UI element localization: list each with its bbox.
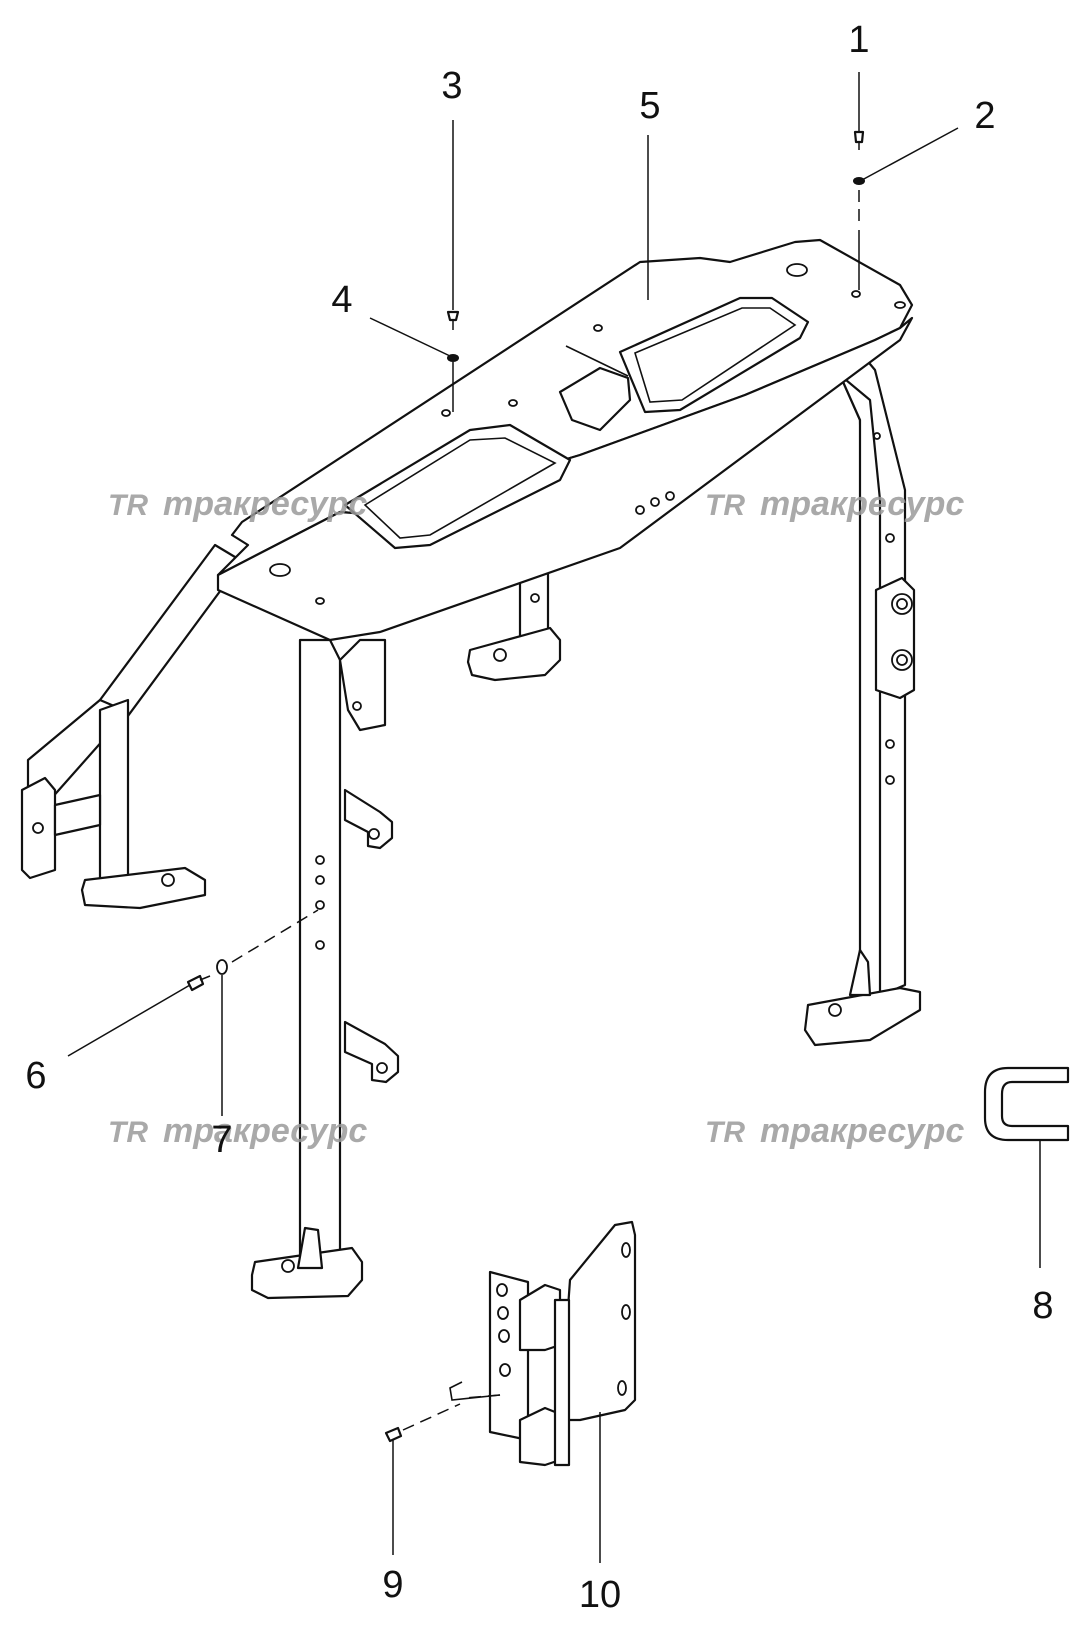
- callout-3: 3: [441, 65, 462, 107]
- top-plate: [216, 238, 914, 642]
- callout-4: 4: [331, 279, 352, 321]
- watermark-text: тракресурс: [163, 485, 367, 523]
- front-left-post: [250, 638, 400, 1300]
- leader-lines: [67, 72, 959, 1563]
- left-arm-bracket: [20, 543, 242, 910]
- watermark-logo: TR: [705, 489, 745, 522]
- watermark-logo: TR: [705, 1116, 745, 1149]
- callout-10: 10: [579, 1574, 621, 1616]
- watermark-text: тракресурс: [760, 485, 964, 523]
- callout-7: 7: [211, 1119, 232, 1161]
- watermark-3: TR тракресурс: [108, 1112, 367, 1150]
- u-clip-part-8: [983, 1066, 1070, 1268]
- callout-8: 8: [1032, 1285, 1053, 1327]
- watermark-logo: TR: [108, 489, 148, 522]
- watermark-text: тракресурс: [760, 1112, 964, 1150]
- watermark-text: тракресурс: [163, 1112, 367, 1150]
- hinge-part-10: [449, 1220, 637, 1467]
- callout-1: 1: [848, 19, 869, 61]
- callout-9: 9: [382, 1564, 403, 1606]
- callout-2: 2: [974, 95, 995, 137]
- watermark-1: TR тракресурс: [108, 485, 367, 523]
- callout-5: 5: [639, 85, 660, 127]
- watermark-2: TR тракресурс: [705, 485, 964, 523]
- callout-6: 6: [25, 1055, 46, 1097]
- right-post: [803, 356, 922, 1047]
- fasteners: [186, 130, 865, 1443]
- callout-numbers: 1 2 3 4 5 6 7 8 9 10: [25, 19, 1053, 1616]
- watermark-4: TR тракресурс: [705, 1112, 964, 1150]
- watermark-logo: TR: [108, 1116, 148, 1149]
